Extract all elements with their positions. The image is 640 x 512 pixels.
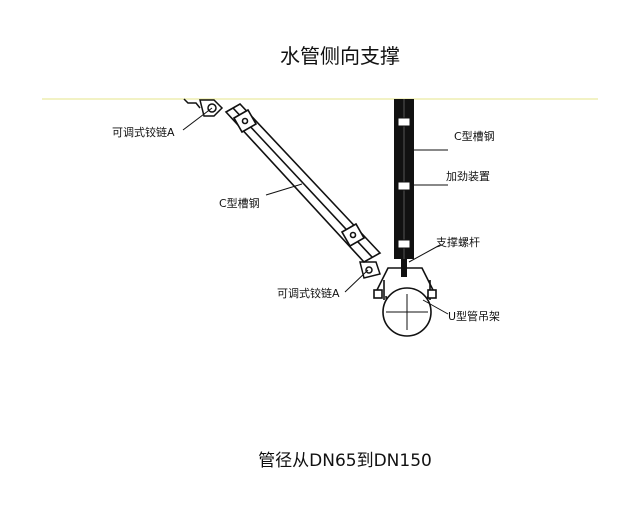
- label-hinge-bottom: 可调式铰链A: [277, 286, 340, 300]
- lower-hinge: [359, 261, 381, 279]
- leader-lines: [182, 107, 449, 315]
- diagram-title: 水管侧向支撑: [280, 44, 400, 68]
- top-ceiling-bracket: [183, 98, 224, 117]
- label-stiffener: 加劲装置: [446, 170, 490, 183]
- label-pipe-hanger: U型管吊架: [448, 309, 500, 323]
- vertical-c-channel: [394, 99, 414, 259]
- pipe: [382, 287, 432, 337]
- label-rod: 支撑螺杆: [436, 235, 480, 249]
- label-channel-left: C型槽钢: [219, 196, 260, 210]
- label-channel-right: C型槽钢: [454, 129, 495, 143]
- diagonal-c-channel: [224, 102, 382, 264]
- label-hinge-top: 可调式铰链A: [112, 125, 175, 139]
- diagram-caption: 管径从DN65到DN150: [258, 451, 432, 471]
